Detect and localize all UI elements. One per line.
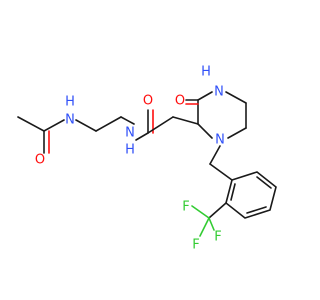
bond-cf-1 [191, 205, 210, 219]
atom-n-ring: N [215, 133, 225, 148]
bond-benzene-db2 [246, 206, 267, 214]
bond-ar-cf3 [208, 202, 227, 219]
atom-n-nh-left: N [65, 113, 75, 128]
bond-acetyl-cn [43, 119, 65, 132]
atom-f-2: F [214, 230, 221, 245]
bond-ring-n1-c2 [197, 123, 213, 139]
atom-n-amide: N [125, 126, 135, 141]
atom-o-acetyl: O [35, 153, 45, 168]
atom-labels: O H N N H O O N H N F F F [35, 65, 225, 253]
bond-benzyl-ar [209, 163, 233, 181]
bond-ring-c6-n1 [227, 127, 247, 139]
bond-n1-benzyl [209, 145, 221, 165]
bond-ring-c3-n4 [197, 91, 213, 101]
bond-amide-n-c [135, 132, 149, 141]
atom-f-3: F [192, 238, 199, 253]
bond-ch2-ring [172, 116, 199, 125]
atom-o-ring: O [175, 94, 185, 109]
bond-ring-n4-c5 [225, 91, 247, 104]
atom-o-amide: O [143, 94, 153, 109]
bond-n-ch2 [75, 119, 97, 132]
bond-benzene-db3 [230, 183, 236, 201]
bond-cf-2 [208, 217, 215, 231]
atom-h-nh-left: H [65, 95, 75, 110]
bond-ch2-amide-n [120, 116, 135, 125]
bond-amide-ch2 [147, 116, 174, 134]
atom-h-ring-nh: H [201, 65, 211, 80]
bonds [17, 91, 277, 237]
structure-svg: O H N N H O O N H N F F F [17, 65, 277, 253]
atom-n-ring-nh: N [214, 85, 224, 100]
bond-benzene-db1 [256, 176, 272, 189]
molecule-diagram: O H N N H O O N H N F F F [17, 65, 277, 253]
atom-f-1: F [182, 200, 189, 215]
bond-ch2-ch2 [95, 116, 122, 132]
atom-h-amide: H [125, 143, 135, 158]
bond-cf-3 [199, 217, 210, 237]
bond-methyl-carbonyl [17, 116, 45, 132]
